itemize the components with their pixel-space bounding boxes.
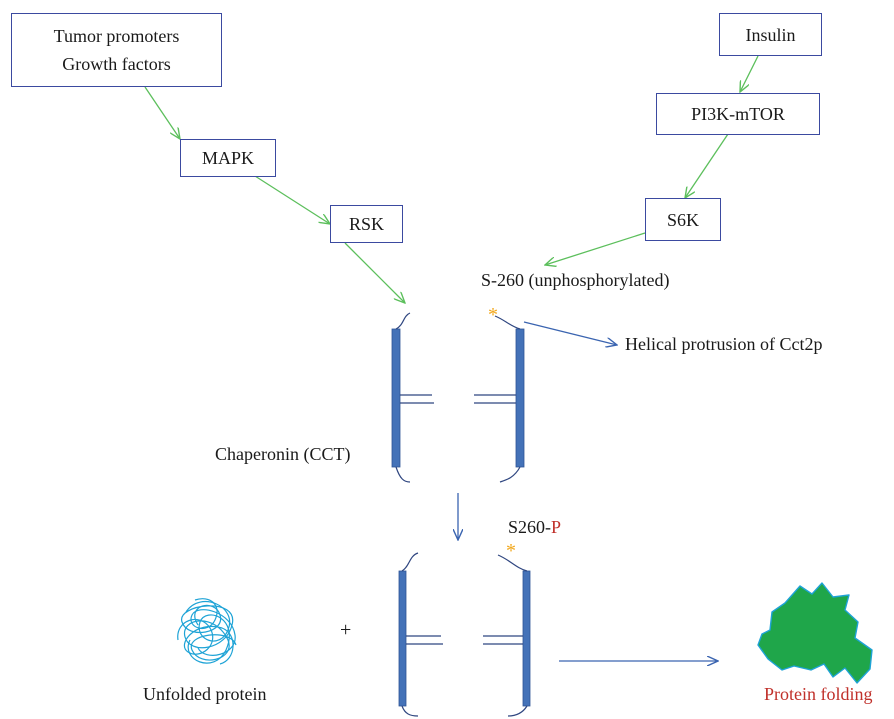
- s260-p-label: S260-P: [508, 517, 561, 538]
- chaperonin-equator: [406, 635, 523, 645]
- arrow-s6k-to-s260: [545, 232, 646, 265]
- insulin-label: Insulin: [745, 24, 796, 45]
- chaperonin-protrusion-left: [395, 312, 411, 330]
- phosphosite-star-icon: *: [488, 304, 498, 326]
- helical-protrusion-label: Helical protrusion of Cct2p: [625, 334, 823, 354]
- phospho-p: P: [551, 517, 562, 537]
- insulin-box: Insulin: [719, 13, 822, 56]
- chaperonin-bottom-left: [401, 705, 419, 717]
- arrow-pi3k-to-s6k: [685, 133, 729, 198]
- folded-protein-icon: [757, 582, 873, 684]
- s260-unphosphorylated-label: S-260 (unphosphorylated): [481, 270, 670, 290]
- chaperonin-bar-right: [522, 570, 531, 707]
- arrow-to-helical-label: [523, 321, 617, 345]
- chaperonin-bar-left: [398, 570, 407, 707]
- chaperonin-protrusion-right: [497, 554, 528, 572]
- tumor-promoters-box: Tumor promoters Growth factors: [11, 13, 222, 87]
- mapk-box: MAPK: [180, 139, 276, 177]
- chaperonin-cct-label: Chaperonin (CCT): [215, 444, 351, 464]
- rsk-box: RSK: [330, 205, 403, 243]
- pi3k-mtor-box: PI3K-mTOR: [656, 93, 820, 135]
- phosphosite-star-icon: *: [506, 540, 516, 562]
- pi3k-mtor-label: PI3K-mTOR: [691, 104, 785, 124]
- unfolded-protein-icon: [177, 598, 237, 665]
- protein-folding-label: Protein folding: [764, 684, 873, 704]
- chaperonin-protrusion-left: [401, 552, 419, 572]
- tumor-promoters-label: Tumor promoters: [53, 26, 180, 46]
- chaperonin-protrusion-right: [494, 315, 521, 330]
- unfolded-protein-label: Unfolded protein: [143, 684, 267, 704]
- chaperonin-top: [391, 312, 525, 483]
- s6k-box: S6K: [645, 198, 721, 241]
- s6k-label: S6K: [666, 209, 699, 230]
- arrow-tumor-to-mapk: [144, 86, 180, 139]
- plus-sign: +: [340, 619, 352, 641]
- chaperonin-bottom-right: [499, 466, 521, 483]
- chaperonin-bar-right: [515, 328, 525, 468]
- chaperonin-equator: [400, 394, 516, 404]
- chaperonin-bottom-right: [507, 705, 528, 717]
- s260-prefix: S260-: [508, 517, 552, 537]
- chaperonin-bottom: [398, 552, 531, 717]
- rsk-label: RSK: [348, 214, 384, 234]
- arrow-mapk-to-rsk: [254, 175, 330, 224]
- chaperonin-bottom-left: [395, 466, 411, 483]
- arrow-insulin-to-pi3k: [740, 55, 759, 92]
- chaperonin-bar-left: [391, 328, 401, 468]
- growth-factors-label: Growth factors: [62, 54, 171, 74]
- arrow-rsk-to-chaperonin: [344, 242, 405, 303]
- mapk-label: MAPK: [201, 148, 254, 168]
- pathway-arrows: [144, 55, 759, 303]
